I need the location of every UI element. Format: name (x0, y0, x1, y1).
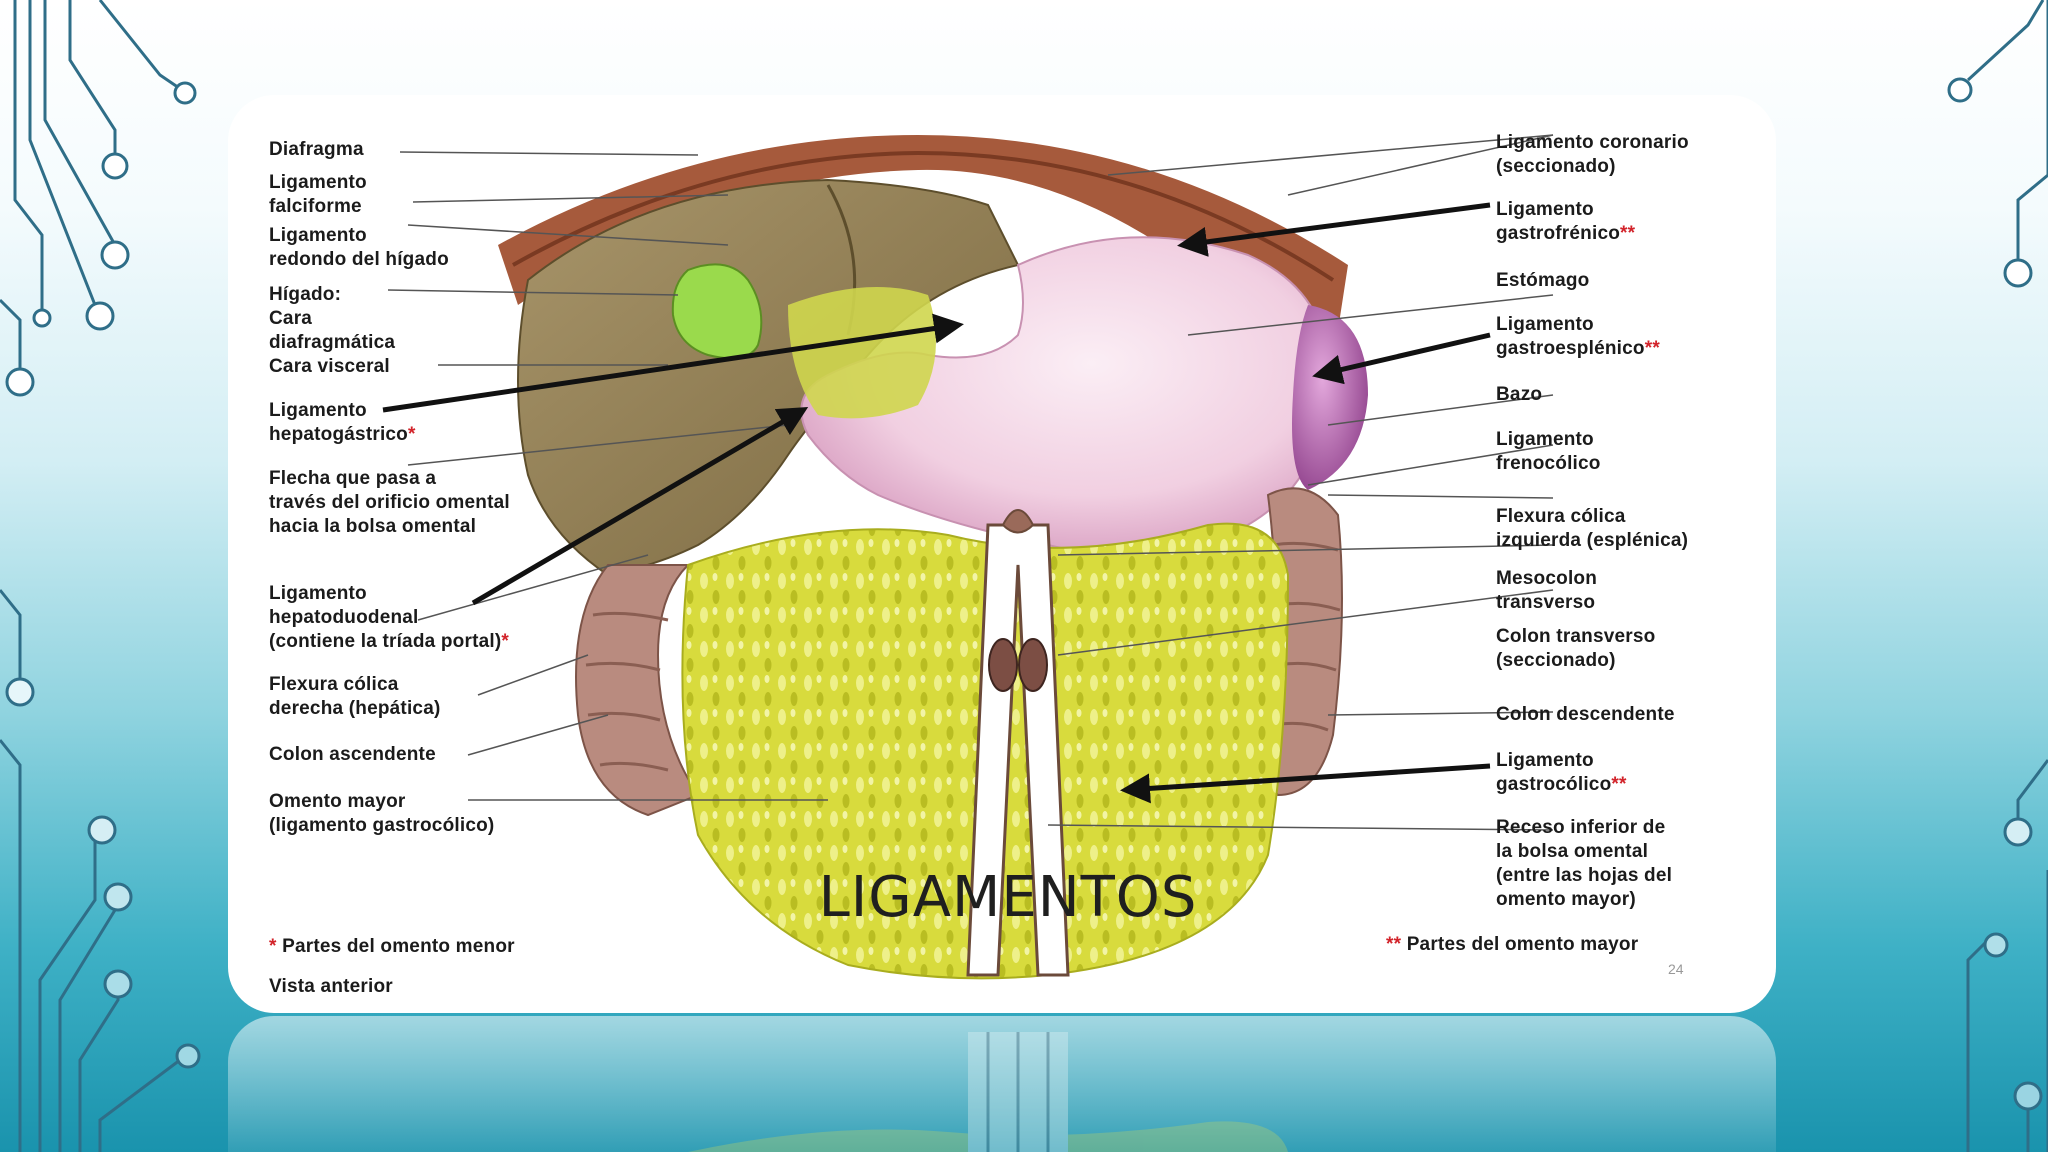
label-flecha-orificio-omental: Flecha que pasa a través del orificio om… (269, 468, 510, 537)
label-diafragma: Diafragma (269, 139, 364, 160)
label-flexura-colica-izquierda: Flexura cólica izquierda (esplénica) (1496, 506, 1689, 551)
spleen (1292, 305, 1368, 490)
content-card: Diafragma Ligamento falciforme Ligamento… (228, 95, 1776, 1013)
view-label: Vista anterior (269, 976, 393, 997)
label-estomago: Estómago (1496, 270, 1590, 291)
label-ligamento-frenocolico: Ligamento frenocólico (1496, 429, 1601, 474)
label-ligamento-falciforme: Ligamento falciforme (269, 172, 367, 217)
page-number: 24 (1668, 961, 1684, 977)
circuit-decoration-right (1947, 0, 2048, 1152)
label-ligamento-coronario: Ligamento coronario (seccionado) (1496, 132, 1689, 177)
label-ligamento-gastrocolico: Ligamento gastrocólico** (1496, 750, 1627, 795)
circuit-decoration-left (0, 0, 201, 1152)
label-receso-inferior: Receso inferior de la bolsa omental (ent… (1496, 817, 1673, 910)
label-bazo: Bazo (1496, 384, 1543, 405)
footnote-omento-mayor: ** Partes del omento mayor (1386, 934, 1639, 955)
lesser-omentum (788, 287, 936, 419)
label-ligamento-gastrofrenico: Ligamento gastrofrénico** (1496, 199, 1636, 244)
label-colon-descendente: Colon descendente (1496, 704, 1675, 725)
label-flexura-colica-derecha: Flexura cólica derecha (hepática) (269, 674, 441, 719)
reflection-image (688, 1032, 1288, 1152)
label-colon-ascendente: Colon ascendente (269, 744, 436, 765)
footnote-omento-menor: * Partes del omento menor (269, 936, 515, 957)
ascending-colon (575, 564, 700, 817)
slide-title: LIGAMENTOS (818, 865, 1198, 930)
label-higado: Hígado: Cara diafragmática Cara visceral (269, 284, 396, 377)
label-omento-mayor: Omento mayor (ligamento gastrocólico) (269, 791, 495, 836)
label-ligamento-hepatoduodenal: Ligamento hepatoduodenal (contiene la tr… (269, 583, 509, 652)
card-reflection (228, 1016, 1776, 1152)
label-mesocolon-transverso: Mesocolon transverso (1496, 568, 1598, 613)
label-ligamento-gastroesplenico: Ligamento gastroesplénico** (1496, 314, 1660, 359)
label-ligamento-hepatogastrico: Ligamento hepatogástrico* (269, 400, 416, 445)
anatomy-diagram (382, 134, 1554, 980)
label-colon-transverso: Colon transverso (seccionado) (1496, 626, 1656, 671)
label-ligamento-redondo: Ligamento redondo del hígado (269, 225, 449, 270)
